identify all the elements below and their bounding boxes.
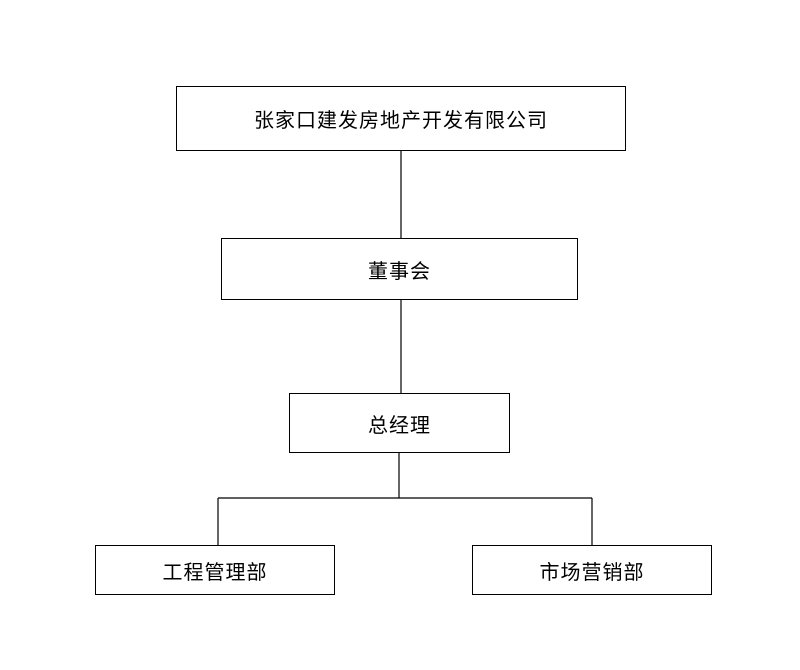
- node-board-label: 董事会: [368, 258, 431, 283]
- node-marketing-department: 市场营销部: [472, 545, 712, 595]
- node-company: 张家口建发房地产开发有限公司: [176, 86, 626, 151]
- node-general-manager-label: 总经理: [368, 412, 431, 437]
- node-company-label: 张家口建发房地产开发有限公司: [254, 108, 548, 132]
- node-board-of-directors: 董事会: [221, 238, 578, 300]
- node-marketing-label: 市场营销部: [539, 559, 645, 584]
- node-engineering-label: 工程管理部: [162, 559, 268, 584]
- node-engineering-department: 工程管理部: [95, 545, 335, 595]
- node-general-manager: 总经理: [289, 393, 510, 453]
